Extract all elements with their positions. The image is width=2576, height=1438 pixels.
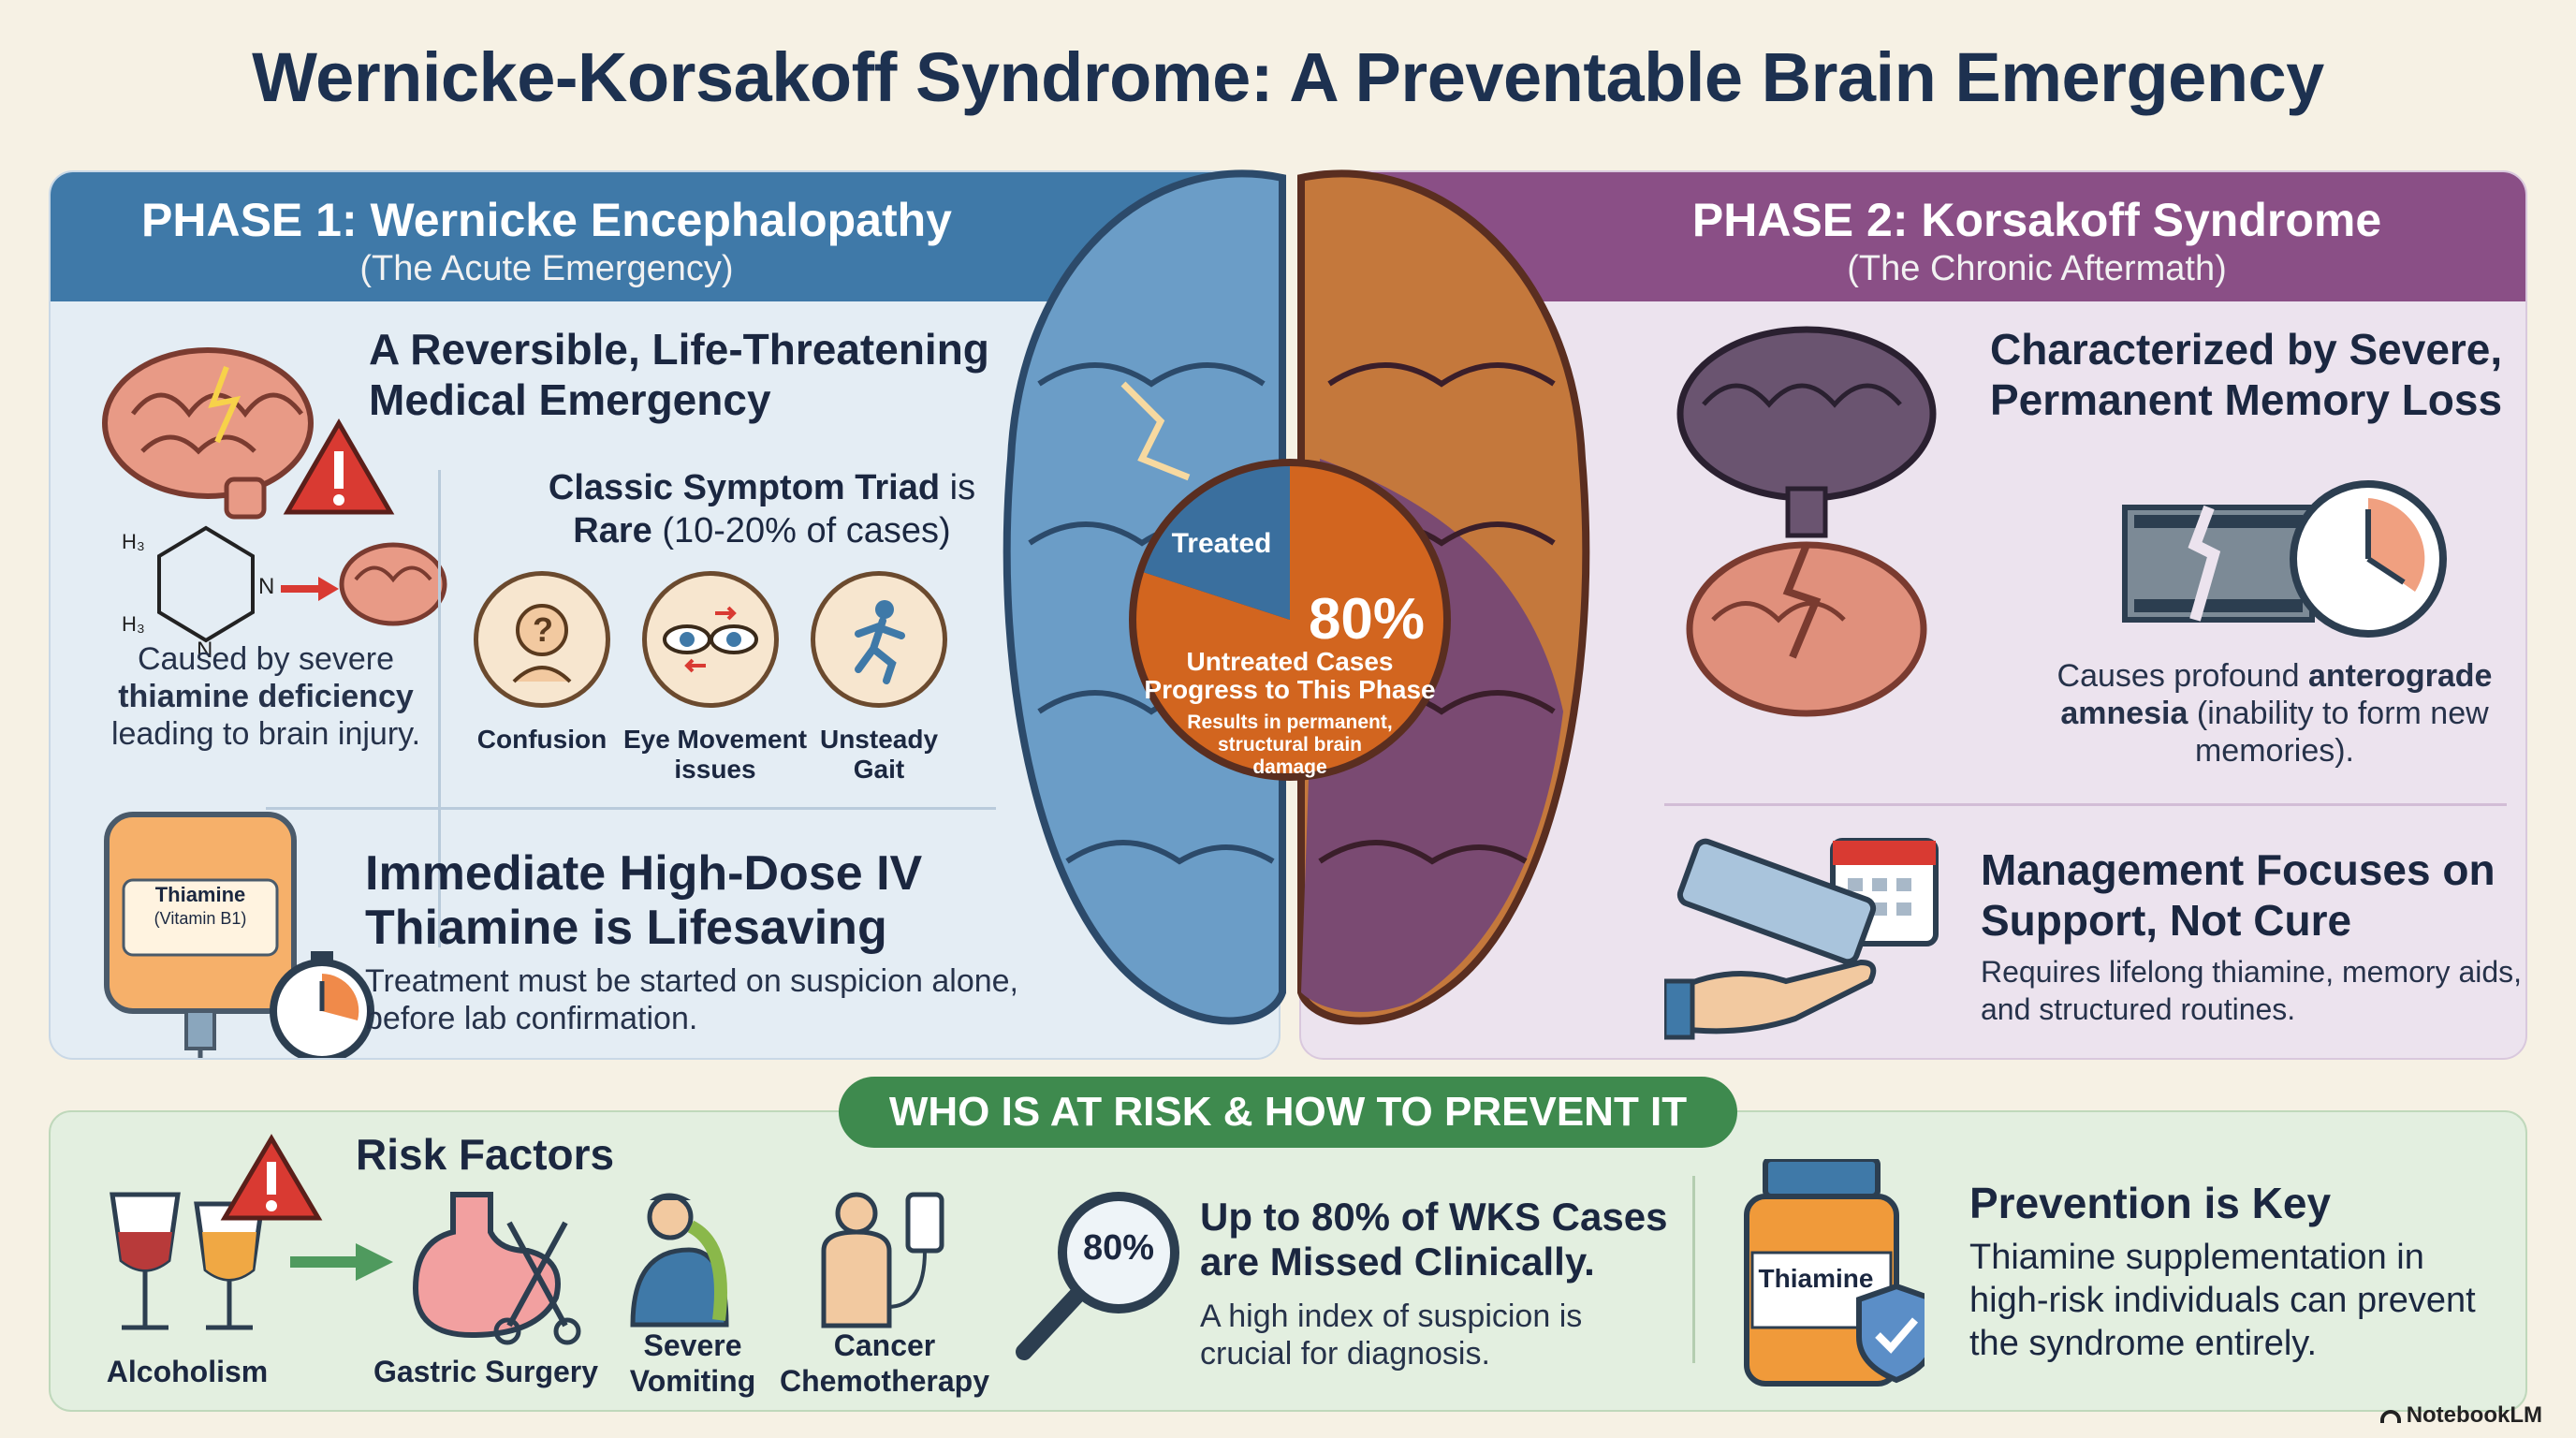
stomach-icon xyxy=(397,1185,584,1354)
pie-damage-text: Results in permanent, structural brain d… xyxy=(1187,712,1393,778)
pie-percent-label: 80% xyxy=(1308,587,1426,652)
phase1-headline: A Reversible, Life-Threatening Medical E… xyxy=(369,325,989,424)
film-clock-icon xyxy=(2106,470,2452,648)
notebooklm-logo-icon xyxy=(2379,1409,2401,1423)
symptom-confusion: Confusion xyxy=(476,725,607,754)
page-title: Wernicke-Korsakoff Syndrome: A Preventab… xyxy=(252,38,2324,116)
alcohol-glasses-icon xyxy=(84,1129,328,1354)
svg-text:N: N xyxy=(258,574,274,599)
svg-text:?: ? xyxy=(533,610,553,649)
thiamine-bottle-icon xyxy=(1737,1156,1937,1393)
phase1-divider-horizontal xyxy=(266,807,996,810)
phase2-divider xyxy=(1664,803,2507,806)
prevention-text: Thiamine supplementation in high-risk in… xyxy=(1969,1238,2476,1363)
phase2-headline: Characterized by Severe, Permanent Memor… xyxy=(1990,325,2503,424)
unsteady-gait-icon xyxy=(811,571,947,708)
bottom-divider xyxy=(1692,1176,1695,1363)
amnesia-text-post: (inability to form new memories). xyxy=(2194,696,2489,769)
phase1-subtitle: (The Acute Emergency) xyxy=(359,249,734,288)
iv-label-sub: (Vitamin B1) xyxy=(154,909,247,928)
management-headline: Management Focuses on Support, Not Cure xyxy=(1981,845,2496,945)
thiamine-molecule-icon: H₃ H₃ N N xyxy=(84,491,449,668)
management-text: Requires lifelong thiamine, memory aids,… xyxy=(1981,955,2523,1026)
missed-cases-text: A high index of suspicion is crucial for… xyxy=(1200,1299,1583,1372)
risk-banner: WHO IS AT RISK & HOW TO PREVENT IT xyxy=(839,1077,1737,1148)
eye-movement-icon xyxy=(642,571,779,708)
risk-factor-severe-vomiting: Severe Vomiting xyxy=(629,1328,756,1398)
brand-label: NotebookLM xyxy=(2379,1402,2542,1429)
magnifying-glass-icon xyxy=(1011,1187,1198,1365)
pie-slice-treated xyxy=(1144,466,1290,620)
bottle-label: Thiamine xyxy=(1758,1264,1874,1293)
thiamine-cause: Caused by severe thiamine deficiency lea… xyxy=(69,640,462,753)
amnesia-text-pre: Causes profound xyxy=(2056,658,2300,694)
pie-treated-label: Treated xyxy=(1171,528,1272,559)
pie-progress-text: Untreated Cases Progress to This Phase xyxy=(1144,647,1436,704)
svg-text:N: N xyxy=(197,638,212,663)
missed-cases-headline: Up to 80% of WKS Cases are Missed Clinic… xyxy=(1200,1195,1668,1284)
cause-text-bold: thiamine deficiency xyxy=(118,679,414,714)
arrow-right-icon xyxy=(290,1243,393,1281)
risk-factors-title: Risk Factors xyxy=(356,1130,615,1179)
symptom-unsteady-gait: Unsteady Gait xyxy=(819,725,939,784)
symptom-eye-movement: Eye Movement issues xyxy=(622,725,808,784)
phase1-divider-vertical xyxy=(438,470,441,947)
triad-text-d: (10-20% of cases) xyxy=(651,511,951,550)
phase2-title: PHASE 2: Korsakoff Syndrome xyxy=(1691,194,2382,246)
alert-brain-icon xyxy=(86,320,395,536)
treatment-text: Treatment must be started on suspicion a… xyxy=(365,963,1018,1036)
triad-text-c: Rare xyxy=(573,511,652,550)
svg-text:H₃: H₃ xyxy=(122,530,145,553)
risk-factor-gastric-surgery: Gastric Surgery xyxy=(373,1355,599,1388)
phase2-subtitle: (The Chronic Aftermath) xyxy=(1847,249,2227,288)
triad-text-b: is xyxy=(940,468,976,507)
cause-text-post: leading to brain injury. xyxy=(110,716,421,752)
chemotherapy-icon xyxy=(805,1185,955,1335)
iv-label-main: Thiamine xyxy=(154,883,246,906)
memory-loss-brain-icon xyxy=(1666,311,1966,741)
phase1-title: PHASE 1: Wernicke Encephalopathy xyxy=(141,194,952,246)
treatment-headline: Immediate High-Dose IV Thiamine is Lifes… xyxy=(365,846,923,955)
triad-text-a: Classic Symptom Triad xyxy=(548,468,941,507)
magnifier-percent: 80% xyxy=(1082,1228,1155,1268)
amnesia-text-bold: anterograde amnesia xyxy=(2060,658,2493,731)
symptom-triad-heading: Classic Symptom Triad is Rare (10-20% of… xyxy=(472,466,1052,552)
risk-factor-alcoholism: Alcoholism xyxy=(106,1355,269,1388)
confusion-icon: ? xyxy=(474,571,610,708)
amnesia-text: Causes profound anterograde amnesia (ina… xyxy=(2031,657,2518,770)
iv-bag-icon xyxy=(88,796,378,1058)
risk-factor-chemotherapy: Cancer Chemotherapy xyxy=(779,1328,990,1398)
cause-text-pre: Caused by severe xyxy=(137,641,395,677)
untreated-progress-pie xyxy=(1129,459,1451,781)
svg-text:H₃: H₃ xyxy=(122,612,145,636)
brand-text: NotebookLM xyxy=(2406,1402,2542,1428)
vomiting-person-icon xyxy=(623,1189,745,1329)
iv-bag-label: Thiamine (Vitamin B1) xyxy=(124,884,277,930)
pill-organizer-icon xyxy=(1661,822,1945,1047)
prevention-title: Prevention is Key xyxy=(1969,1179,2332,1227)
